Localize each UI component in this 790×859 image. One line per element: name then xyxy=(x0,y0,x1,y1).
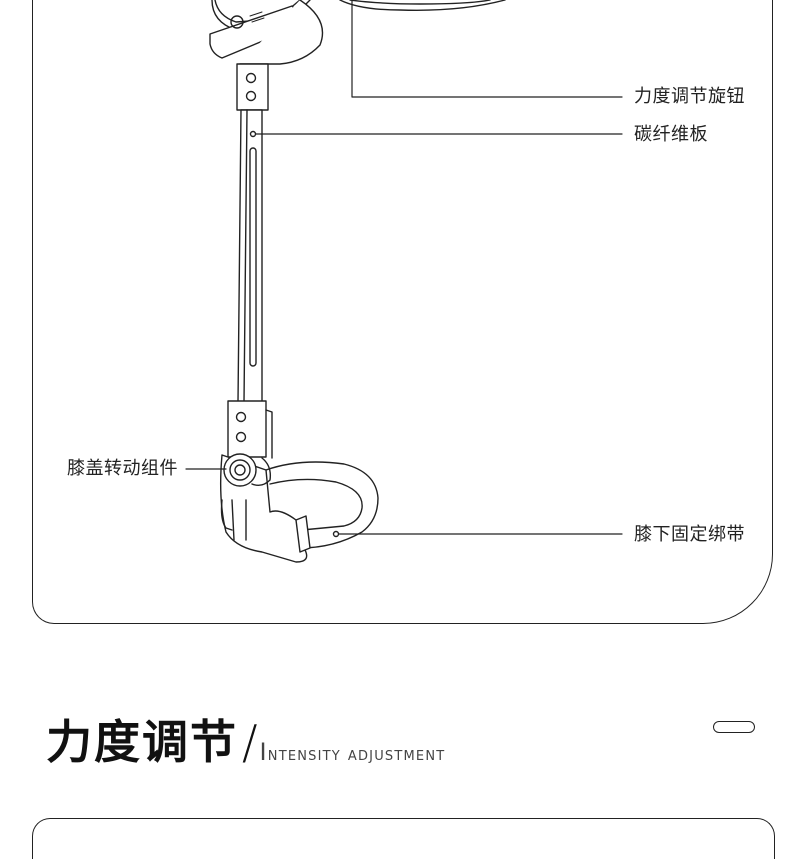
section-title-separator: / xyxy=(242,715,258,769)
section-heading: 力度调节 / Intensity adjustment xyxy=(46,712,445,772)
upper-bracket xyxy=(236,63,269,111)
lower-strap xyxy=(265,461,379,553)
callout-knob: 力度调节旋钮 xyxy=(634,86,745,107)
adjustment-knob-housing xyxy=(209,0,506,65)
lower-bracket xyxy=(227,400,273,459)
callout-lower-strap: 膝下固定绑带 xyxy=(634,524,745,545)
brace-illustration xyxy=(185,0,623,563)
callout-knee-assembly: 膝盖转动组件 xyxy=(67,458,178,479)
section-title-en: Intensity adjustment xyxy=(259,738,446,766)
next-panel-edge xyxy=(32,818,775,859)
callout-carbon-plate: 碳纤维板 xyxy=(634,124,708,145)
diagram-panel xyxy=(32,0,773,624)
carbon-fiber-plate xyxy=(237,109,263,403)
knee-joint-assembly xyxy=(219,453,308,563)
knob-leader-line xyxy=(351,0,623,98)
pill-decoration xyxy=(713,721,755,733)
section-title-cn: 力度调节 xyxy=(46,715,238,769)
